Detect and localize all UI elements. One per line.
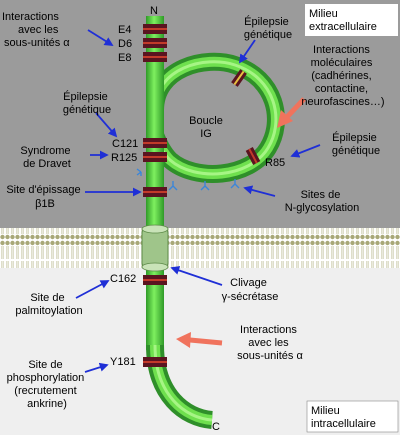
svg-text:intracellulaire: intracellulaire — [311, 418, 376, 430]
band-r125 — [143, 152, 167, 162]
band-d6 — [143, 38, 167, 48]
annotation-epilepsy-right: Épilepsie génétique — [332, 131, 380, 157]
annotation-interactions-alpha-top: Interactions avec les sous-unités α — [2, 11, 70, 49]
annotation-cleavage: Clivage γ-sécrétase — [222, 277, 279, 303]
ig-loop: Boucle IG — [146, 52, 285, 183]
residue-y181: Y181 — [110, 356, 136, 368]
band-y181 — [143, 357, 167, 367]
residue-bands — [143, 24, 167, 367]
band-c121 — [143, 138, 167, 148]
loop-band-r85 — [245, 147, 261, 165]
ig-loop-label-2: IG — [200, 128, 212, 140]
band-splice — [143, 187, 167, 197]
annotation-splice-site: Site d'épissage β1B — [6, 184, 83, 210]
extracellular-label: Milieu extracellulaire — [305, 4, 398, 36]
transmembrane-segment — [141, 227, 169, 269]
residue-d6: D6 — [118, 38, 132, 50]
n-terminus: N — [150, 5, 158, 17]
residue-c162: C162 — [110, 273, 136, 285]
glycosylation-sites — [136, 168, 240, 191]
svg-text:extracellulaire: extracellulaire — [309, 21, 377, 33]
lipid-bilayer — [0, 228, 400, 268]
annotation-dravet: Syndrome de Dravet — [20, 145, 73, 170]
red-arrows — [176, 97, 306, 348]
svg-text:Milieu: Milieu — [309, 8, 338, 20]
band-c162 — [143, 275, 167, 285]
annotation-interactions-alpha-bottom: Interactions avec les sous-unités α — [237, 324, 303, 362]
annotation-phosphorylation: Site de phosphorylation (recrutement ank… — [7, 359, 88, 410]
c-terminus: C — [212, 421, 220, 433]
loop-band-top — [231, 69, 247, 87]
annotation-molecular-interactions: Interactions moléculaires (cadhérines, c… — [301, 44, 384, 108]
svg-text:Milieu: Milieu — [311, 405, 340, 417]
residue-r125: R125 — [111, 152, 137, 164]
band-e4 — [143, 24, 167, 34]
blue-arrows — [75, 29, 321, 373]
residue-r85: R85 — [265, 157, 285, 169]
intracellular-label: Milieu intracellulaire — [306, 400, 399, 433]
ig-loop-label-1: Boucle — [189, 115, 223, 127]
residue-e4: E4 — [118, 24, 131, 36]
annotation-epilepsy-loop-top: Épilepsie génétique — [244, 15, 292, 41]
annotation-glycosylation: Sites de N-glycosylation — [285, 189, 360, 214]
residue-e8: E8 — [118, 52, 131, 64]
annotation-epilepsy-left: Épilepsie génétique — [63, 90, 111, 116]
band-e8 — [143, 52, 167, 62]
annotation-palmitoylation: Site de palmitoylation — [15, 292, 82, 317]
extracellular-region — [0, 0, 400, 228]
residue-c121: C121 — [112, 138, 138, 150]
